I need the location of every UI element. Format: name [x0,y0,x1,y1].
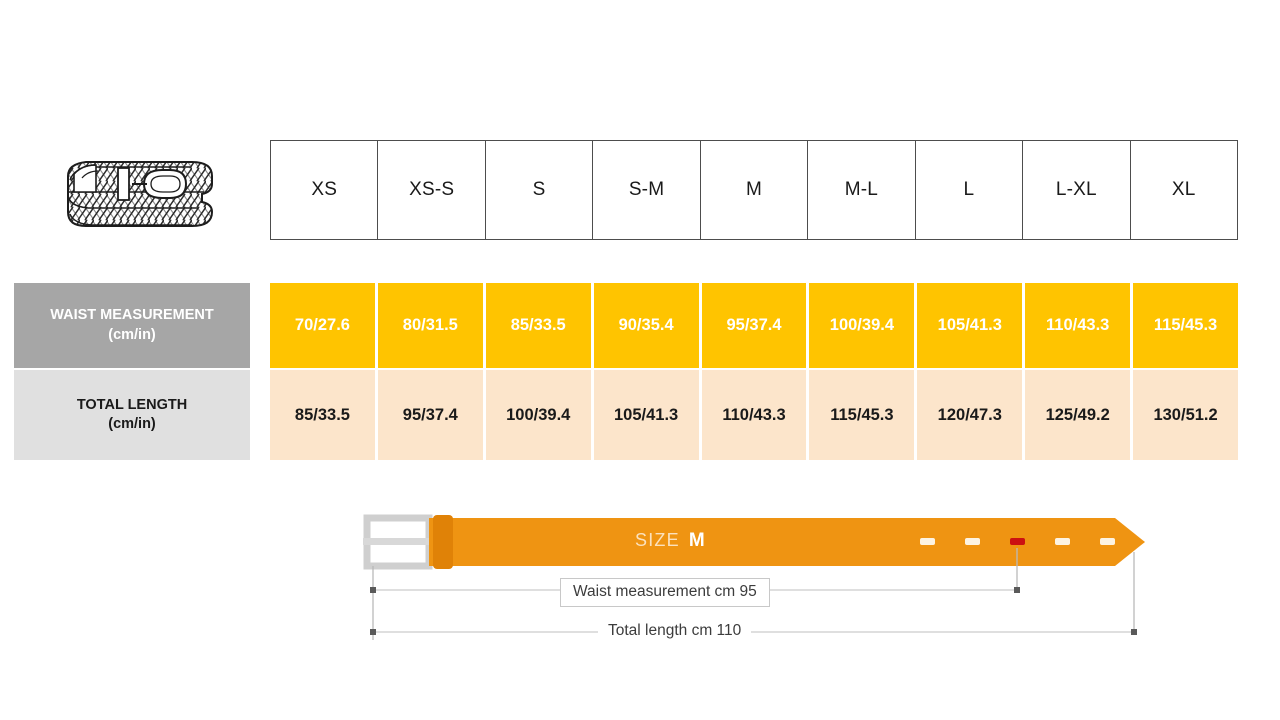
waist-measurement-cell: 90/35.4 [593,283,702,368]
belt-strap [429,518,1145,566]
total-length-cell: 115/45.3 [809,370,918,460]
length-label-units: (cm/in) [108,416,156,432]
size-header-cell: L-XL [1023,141,1131,239]
size-header-cell: XS [271,141,379,239]
total-length-dimension-label: Total length cm 110 [598,620,752,642]
waist-measurement-cell: 110/43.3 [1025,283,1134,368]
total-length-cell: 110/43.3 [701,370,810,460]
waist-dimension-label: Waist measurement cm 95 [560,578,770,607]
total-length-cell: 100/39.4 [485,370,594,460]
braided-belt-icon [52,142,228,246]
size-header-cell: S-M [593,141,701,239]
size-header-cell: XL [1171,179,1196,200]
waist-measurement-cell: 100/39.4 [809,283,918,368]
belt-size-prefix: SIZE [635,530,680,550]
belt-hole [1100,538,1115,545]
size-header-cell: M [701,141,809,239]
total-length-cell: 120/47.3 [917,370,1026,460]
belt-hole [1055,538,1070,545]
waist-measurement-cell: 85/33.5 [485,283,594,368]
total-length-cell: 105/41.3 [593,370,702,460]
belt-hole-active [1010,538,1025,545]
total-length-label: TOTAL LENGTH (cm/in) [14,370,250,460]
waist-label-units: (cm/in) [108,326,156,343]
belt-hole [965,538,980,545]
belt-keeper-loop [433,515,453,569]
length-label-line1: TOTAL LENGTH [76,396,188,413]
waist-dim-marker-left [370,587,376,593]
size-header-cell: XS-S [378,141,486,239]
belt-size-value: M [688,530,705,551]
waist-measurement-label: WAIST MEASUREMENT (cm/in) [14,283,250,368]
size-header-cell: M-L [808,141,916,239]
belt-size-caption: SIZE M [635,530,705,552]
waist-measurement-cell: 115/45.3 [1133,283,1239,368]
length-dim-marker-right [1131,629,1137,635]
length-dim-marker-left [370,629,376,635]
belt-measurement-diagram [355,500,1155,660]
size-header-cell: S [486,141,594,239]
waist-label-line1: WAIST MEASUREMENT [50,307,214,324]
belt-buckle-prong [363,538,441,545]
waist-dim-marker-right [1014,587,1020,593]
size-header-cell: L [916,141,1024,239]
waist-measurement-cell: 95/37.4 [701,283,810,368]
total-length-cell: 85/33.5 [270,370,378,460]
waist-measurement-cell: 80/31.5 [377,283,486,368]
waist-measurement-cell: 70/27.6 [270,283,378,368]
total-length-cell: 125/49.2 [1025,370,1134,460]
total-length-cell: 95/37.4 [377,370,486,460]
waist-measurement-cell: 105/41.3 [917,283,1026,368]
belt-hole [920,538,935,545]
total-length-cell: 130/51.2 [1133,370,1239,460]
